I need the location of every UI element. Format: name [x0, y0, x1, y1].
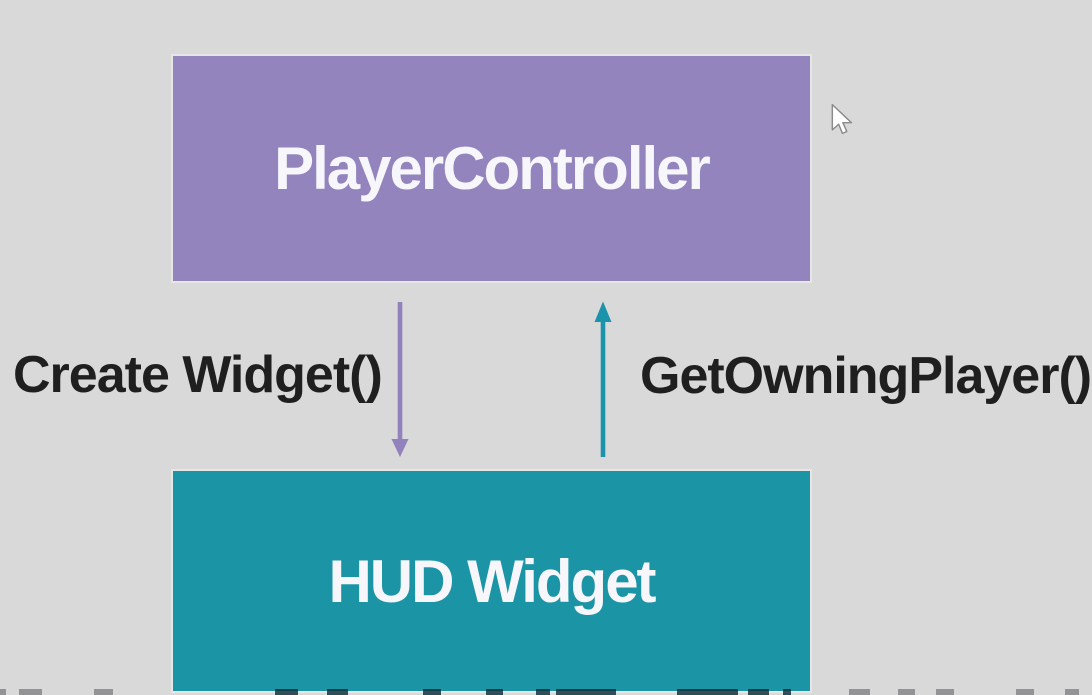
cutoff-fragment	[783, 689, 791, 695]
cutoff-fragment	[898, 689, 915, 695]
cutoff-fragment	[19, 689, 42, 695]
hud-widget-node: HUD Widget	[173, 471, 810, 691]
hud-widget-label: HUD Widget	[328, 547, 656, 615]
cutoff-fragment	[1065, 689, 1079, 695]
cutoff-fragment	[936, 689, 954, 695]
player-controller-label: PlayerController	[274, 135, 711, 202]
cutoff-fragment	[275, 689, 298, 695]
cutoff-fragment	[1016, 689, 1034, 695]
cutoff-fragment	[849, 689, 870, 695]
cutoff-fragment	[486, 689, 503, 695]
cutoff-fragment	[536, 689, 550, 695]
player-controller-node: PlayerController	[173, 56, 810, 281]
create-widget-arrow-down-icon	[391, 302, 409, 457]
cutoff-fragment	[677, 689, 738, 695]
cutoff-fragment	[0, 689, 6, 695]
cutoff-fragment	[94, 689, 113, 695]
cutoff-fragment	[748, 689, 769, 695]
get-owning-player-edge-label: GetOwningPlayer()	[640, 347, 1092, 405]
cutoff-fragment	[556, 689, 616, 695]
create-widget-edge-label: Create Widget()	[13, 346, 383, 404]
cutoff-fragment	[423, 689, 441, 695]
mouse-cursor-arrow-icon	[831, 103, 853, 135]
get-owning-player-arrow-up-icon	[594, 301, 612, 457]
cutoff-fragment	[327, 689, 348, 695]
